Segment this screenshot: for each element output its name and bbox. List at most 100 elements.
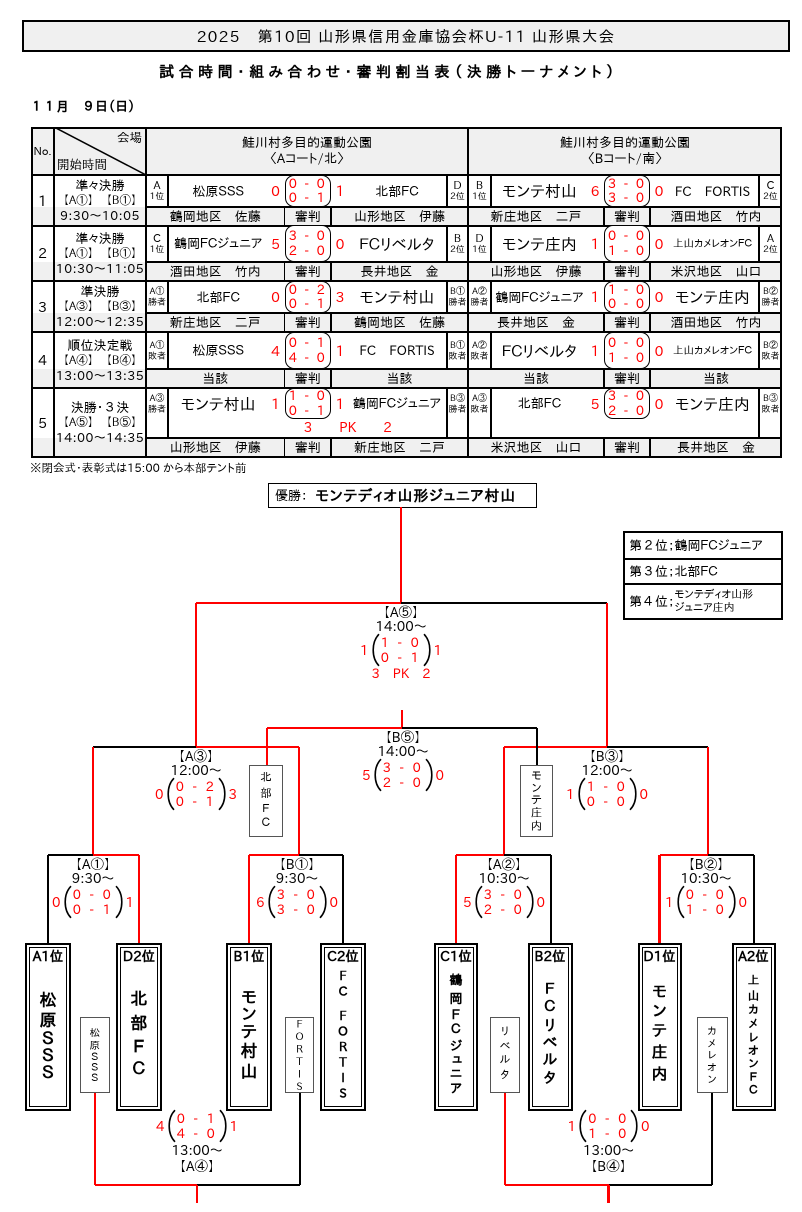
paren-left-icon [579,1109,587,1143]
pos-left-rank: 敗者 [470,404,489,414]
bracket-line [137,855,141,943]
team-home-score: 1 [271,396,280,411]
score-total-left: 4 [155,1119,165,1133]
half-1: 3 - 0 [483,887,525,901]
half-2: 1 - 0 [588,1127,629,1140]
round-name: 決勝・３決 [70,401,130,414]
paren-left-icon [577,777,586,811]
pos-left-rank: 1位 [149,192,165,201]
bracket-line [504,854,551,856]
team-away-score: 1 [335,184,345,198]
team-name-vertical: 北部ＦＣ [130,988,148,1082]
ranking-team: 北部ＦＣ [675,565,718,578]
referee-center: 審判 [294,265,321,278]
match-label: 【B③】 [588,749,626,763]
round-slots: 【A④】 【B④】 [62,354,138,366]
pos-right-group: B① [450,287,465,296]
referee-left: 長井地区 金 [497,316,575,329]
bracket-line [265,728,269,765]
team-home-name: 松原ＳＳＳ [192,184,245,198]
score-total-left: 6 [255,895,265,909]
team-name-vertical: モンテ庄内 [651,983,668,1087]
half-2: 3 - 0 [276,903,318,916]
round-name: 準々決勝 [75,231,125,245]
bracket-line [299,1093,301,1185]
referee-left: 米沢地区 山口 [490,441,582,454]
ranking-sep: ； [668,595,675,608]
round-time: 14:00～14:35 [55,431,145,444]
referee-right: 鶴岡地区 佐藤 [354,316,445,329]
grid-line [53,127,55,457]
score-total-right: 0 [329,895,339,909]
court_b-sub: 〈Bコート/南〉 [586,152,664,165]
bracket-line [47,855,49,943]
grid-line [603,438,605,457]
referee-center: 審判 [614,316,640,329]
repechage-tag: カメレオン [696,1017,728,1093]
grid-line [603,207,605,226]
referee-left: 山形地区 伊藤 [490,265,582,278]
bracket-line [535,728,538,765]
ceremony-note: ※閉会式・表彰式は15:00 から本部テント前 [30,463,247,474]
grid-line [167,332,169,369]
row-number: 5 [38,415,47,430]
pos-right-group: D [453,180,462,191]
header-venue-cell: 会場開始時間 [54,127,146,175]
bracket-line [401,602,607,604]
team-box-inner: B1位モンテ村山 [230,947,268,1107]
bracket-line [605,603,609,747]
bracket-line [93,746,196,748]
referee-right: 新庄地区 二戸 [354,441,445,454]
paren-left-icon [267,885,276,919]
score-total-right: 0 [641,1119,650,1133]
bracket-line [91,747,95,855]
team-away-name: モンテ庄内 [675,395,750,412]
bracket-line [400,710,404,728]
half-2: 2 - 0 [382,776,424,789]
team-home-score: 1 [590,290,600,304]
team-home-name: 北部ＦＣ [196,290,240,304]
score-total-right: 0 [639,787,649,801]
grid-line [31,456,782,458]
bracket-line [299,854,343,856]
grid-line [330,313,332,332]
ranking-team-line1: モンテディオ山形 [674,589,754,600]
half-2: 0 - 1 [175,795,217,808]
bracket-line [196,745,299,749]
bracket-line [607,1185,610,1203]
referee-center: 審判 [614,372,640,385]
referee-left: 山形地区 伊藤 [169,441,261,454]
bracket-line [504,745,607,749]
repechage-tag: FORTIS [285,1017,314,1093]
pos-right-group: A [766,232,774,244]
header-court_b: 鮭川村多目的運動公園〈Bコート/南〉 [468,127,782,175]
team-box-inner: D1位モンテ庄内 [641,947,678,1107]
bracket-line [659,853,708,857]
grid-line [31,225,782,227]
team-away-score: 0 [654,236,664,251]
pos-right-rank: 勝者 [761,298,780,307]
team-away-score: 0 [654,184,664,198]
team-name-vertical: 上山カメレオンＦＣ [748,973,759,1097]
bracket-line [195,1185,199,1203]
team-away-score: 0 [335,236,345,251]
pos-left-rank: 1位 [472,244,487,254]
